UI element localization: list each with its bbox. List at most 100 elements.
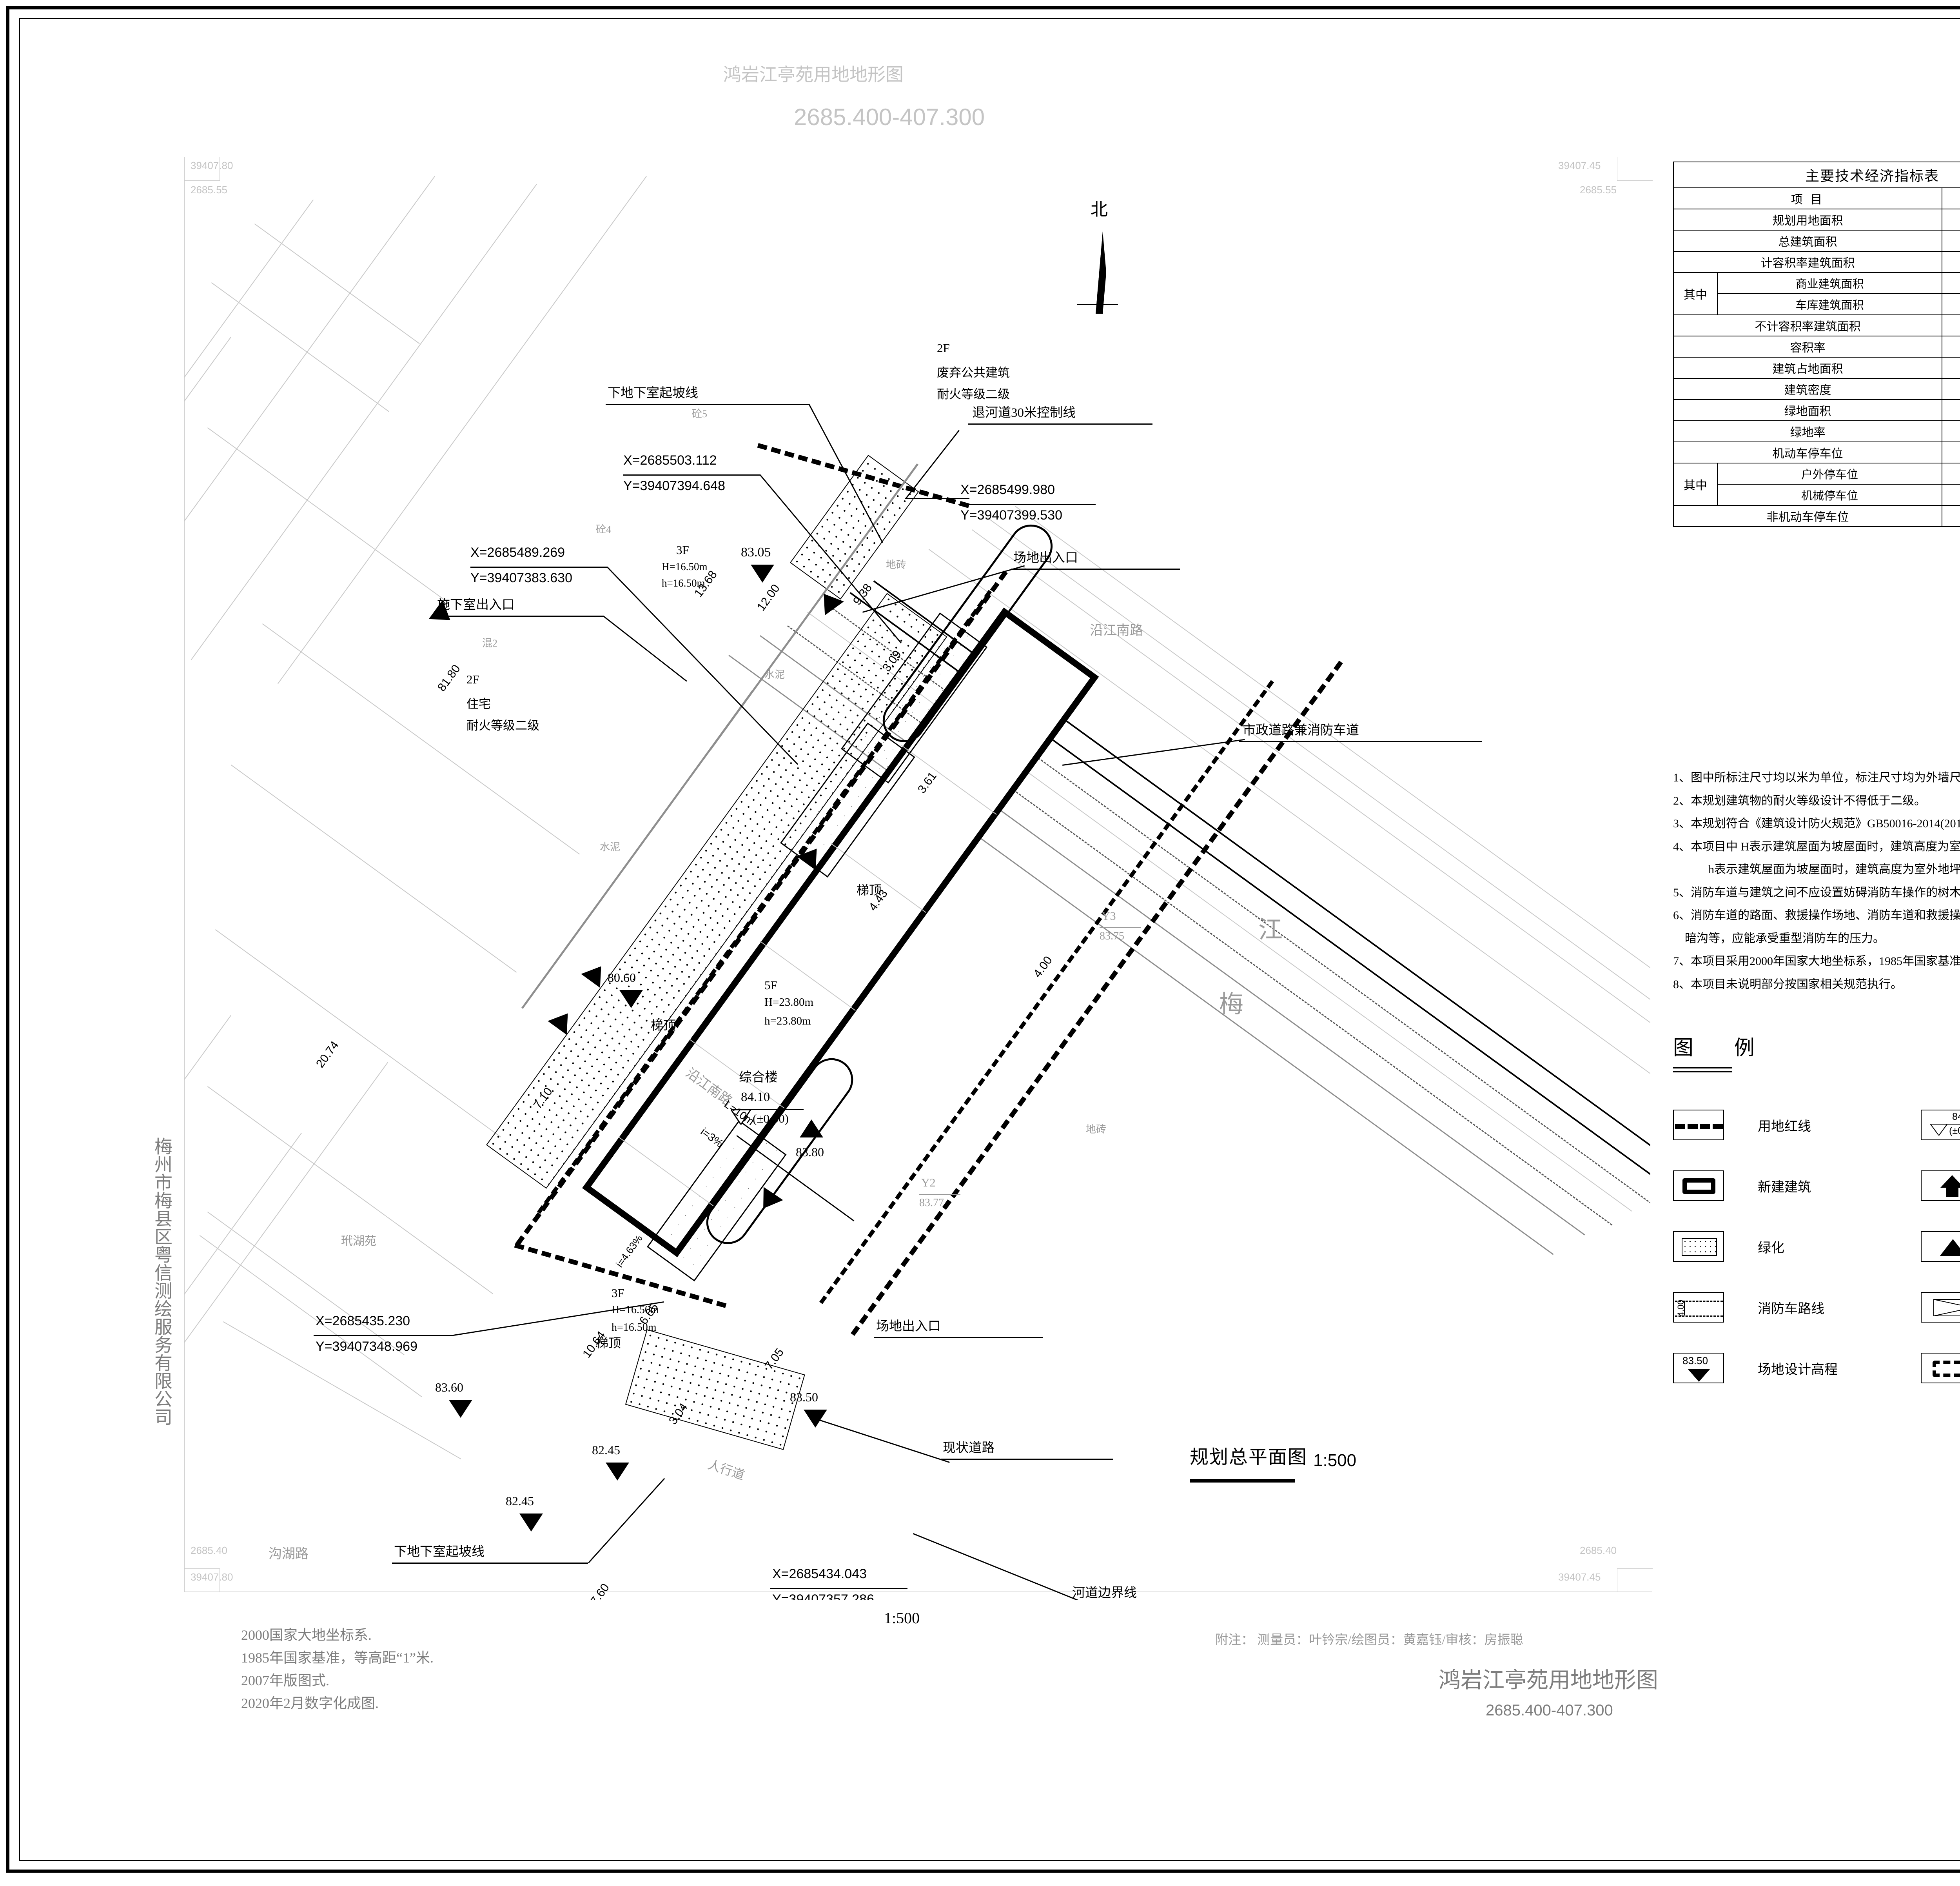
indicator-row-item-14: 非机动车停车位: [1673, 505, 1942, 527]
indicator-row-qty-4: 102.08: [1942, 293, 1960, 315]
corner-coord-br-y: 2685.40: [1580, 1544, 1617, 1556]
topo-header-title: 鸿岩江亭苑用地地形图: [723, 65, 904, 85]
indicator-row-item-12: 户外停车位: [1717, 463, 1942, 485]
note-6: 6、消防车道的路面、救援操作场地、消防车道和救援操作场地下面的管道和: [1673, 909, 1960, 922]
corner-coord-tl-y: 2685.55: [191, 184, 227, 196]
indicator-row-item-2: 计容积率建筑面积: [1673, 251, 1942, 273]
plan-scale-left: 1:500: [884, 1609, 920, 1627]
site-entrance-icon: [1921, 1170, 1960, 1201]
general-notes: 1、图中所标注尺寸均以米为单位，标注尺寸均为外墙尺寸。 2、本规划建筑物的耐火等…: [1673, 767, 1960, 996]
site-elevation-icon: 83.50: [1673, 1353, 1724, 1383]
topo-corner-bl: [184, 1568, 220, 1592]
north-label: 北: [1091, 200, 1108, 219]
corner-coord-tr-y: 2685.55: [1580, 184, 1617, 196]
sheet-outer-border: [6, 6, 1960, 1873]
legend-item-building-base-elevation: 84.10 (±0.00) 建筑基底设计高程: [1921, 1110, 1960, 1140]
survey-credits: 附注： 测量员：叶钤宗/绘图员：黄嘉钰/审核：房振聪: [1215, 1633, 1523, 1647]
note-9: 8、本项目未说明部分按国家相关规范执行。: [1673, 978, 1902, 991]
legend-item-building-entrance: 建筑出入口: [1921, 1231, 1960, 1262]
indicator-row-item-11: 机动车停车位: [1673, 442, 1942, 463]
legend-label-site-elevation: 场地设计高程: [1758, 1362, 1838, 1377]
corner-coord-br-x: 39407.45: [1558, 1571, 1601, 1583]
elevation-marker-8305: [751, 565, 774, 583]
building-base-elevation-value2: (±0.00): [1949, 1125, 1960, 1136]
indicator-row-item-1: 总建筑面积: [1673, 230, 1942, 252]
indicator-row-qty-5: 473.57: [1942, 314, 1960, 336]
indicator-group-label-1: 其中: [1673, 272, 1718, 315]
greening-icon: [1673, 1231, 1724, 1262]
site-plan-drawing[interactable]: 玳湖苑 北 下地下室起坡: [184, 153, 1650, 1600]
indicator-row-item-13: 机械停车位: [1717, 484, 1942, 506]
indicator-row-qty-12: 7: [1942, 463, 1960, 485]
legend-label-greening: 绿化: [1758, 1241, 1784, 1256]
note-5: 5、消防车道与建筑之间不应设置妨碍消防车操作的树木、架空管线等障碍物。: [1673, 886, 1960, 899]
building-base-elevation-icon: 84.10 (±0.00): [1921, 1110, 1960, 1140]
indicator-row-qty-1: 3072.07: [1942, 230, 1960, 252]
indicator-row-item-7: 建筑占地面积: [1673, 357, 1942, 379]
note-8: 7、本项目采用2000年国家大地坐标系，1985年国家基准高程。: [1673, 955, 1960, 968]
legend-item-fire-lane: 4.00 消防车路线: [1673, 1292, 1824, 1323]
drawing-title-scale: 1:500: [1313, 1451, 1357, 1470]
corner-coord-tr-x: 39407.45: [1558, 160, 1601, 171]
legend-title: 图 例: [1673, 1037, 1765, 1059]
indicator-table-title: 主要技术经济指标表: [1673, 162, 1960, 188]
indicator-row-item-10: 绿地率: [1673, 420, 1942, 442]
basement-boundary-icon: [1921, 1353, 1960, 1383]
indicator-row-item-9: 绿地面积: [1673, 399, 1942, 421]
topo-corner-tr: [1617, 157, 1653, 181]
topo-sheet-frame: [184, 157, 1652, 1592]
survey-note-1: 1985年国家基准，等高距“1”米.: [241, 1650, 434, 1666]
drawing-title-underline: [1190, 1479, 1295, 1483]
indicator-row-qty-10: 25.42: [1942, 420, 1960, 442]
legend-item-red-line: 用地红线: [1673, 1110, 1811, 1140]
drawing-title: 规划总平面图: [1190, 1447, 1308, 1468]
survey-note-3: 2020年2月数字化成图.: [241, 1695, 379, 1711]
site-elevation-value: 83.50: [1682, 1355, 1708, 1366]
legend-item-site-elevation: 83.50 场地设计高程: [1673, 1353, 1838, 1383]
indicator-row-qty-11: 25: [1942, 442, 1960, 463]
greening-area-right: [790, 454, 919, 600]
indicator-row-qty-14: 30: [1942, 505, 1960, 527]
legend-label-fire-lane: 消防车路线: [1758, 1301, 1824, 1316]
indicator-group-label-2: 其中: [1673, 463, 1718, 506]
legend-item-basement-boundary: 地下室边界线: [1921, 1353, 1960, 1383]
sheet-inner-border: [19, 18, 1960, 1861]
note-2: 3、本规划符合《建筑设计防火规范》GB50016-2014(2018版）要求。: [1673, 817, 1960, 830]
survey-note-2: 2007年版图式.: [241, 1673, 330, 1688]
indicator-row-item-3: 商业建筑面积: [1717, 272, 1942, 294]
indicator-header-item: 项 目: [1673, 187, 1942, 209]
survey-note-0: 2000国家大地坐标系.: [241, 1627, 372, 1643]
legend-label-red-line: 用地红线: [1758, 1119, 1811, 1134]
building-base-elevation-value: 84.10: [1952, 1111, 1960, 1122]
indicator-row-qty-7: 575.65: [1942, 357, 1960, 379]
corner-coord-bl-x: 39407.80: [191, 1571, 233, 1583]
note-7: 暗沟等，应能承受重型消防车的压力。: [1673, 932, 1885, 945]
indicator-row-qty-9: 470.21: [1942, 399, 1960, 421]
indicator-row-qty-8: 31.12: [1942, 378, 1960, 400]
indicator-row-item-4: 车库建筑面积: [1717, 293, 1942, 315]
legend-item-greening: 绿化: [1673, 1231, 1784, 1262]
topo-corner-br: [1617, 1568, 1653, 1592]
legend-item-site-entrance: 场地出入口: [1921, 1170, 1960, 1201]
new-building-icon: [1673, 1170, 1724, 1201]
indicator-row-item-6: 容积率: [1673, 336, 1942, 358]
footer-topo-range: 2685.400-407.300: [1486, 1702, 1613, 1719]
fire-lane-icon: 4.00: [1673, 1292, 1724, 1323]
note-4: h表示建筑屋面为坡屋面时，建筑高度为室外地坪至其檐口与屋脊的平均高度。: [1708, 863, 1960, 876]
legend-label-new-building: 新建建筑: [1758, 1180, 1811, 1195]
indicator-row-qty-2: 2598.50: [1942, 251, 1960, 273]
note-3: 4、本项目中 H表示建筑屋面为坡屋面时，建筑高度为室外地坪至其檐口与屋脊的平均高…: [1673, 840, 1960, 853]
outdoor-parking-icon: [1921, 1292, 1960, 1323]
indicator-row-qty-6: 1.41: [1942, 336, 1960, 358]
indicator-header-qty: 数量: [1942, 187, 1960, 209]
technical-indicator-table: 主要技术经济指标表 项 目 数量 单位 备 注 规划用地面积 1850 m² 总…: [1673, 162, 1960, 527]
note-1: 2、本规划建筑物的耐火等级设计不得低于二级。: [1673, 794, 1926, 807]
indicator-row-qty-13: 18: [1942, 484, 1960, 506]
base-elevation-triangle: [731, 1110, 751, 1125]
indicator-row-item-8: 建筑密度: [1673, 378, 1942, 400]
base-elevation-triangle-outline: [730, 1109, 752, 1126]
indicator-row-item-5: 不计容积率建筑面积: [1673, 314, 1942, 336]
corner-coord-tl-x: 39407.80: [191, 160, 233, 171]
corner-coord-bl-y: 2685.40: [191, 1544, 227, 1556]
indicator-row-item-0: 规划用地面积: [1673, 209, 1942, 231]
